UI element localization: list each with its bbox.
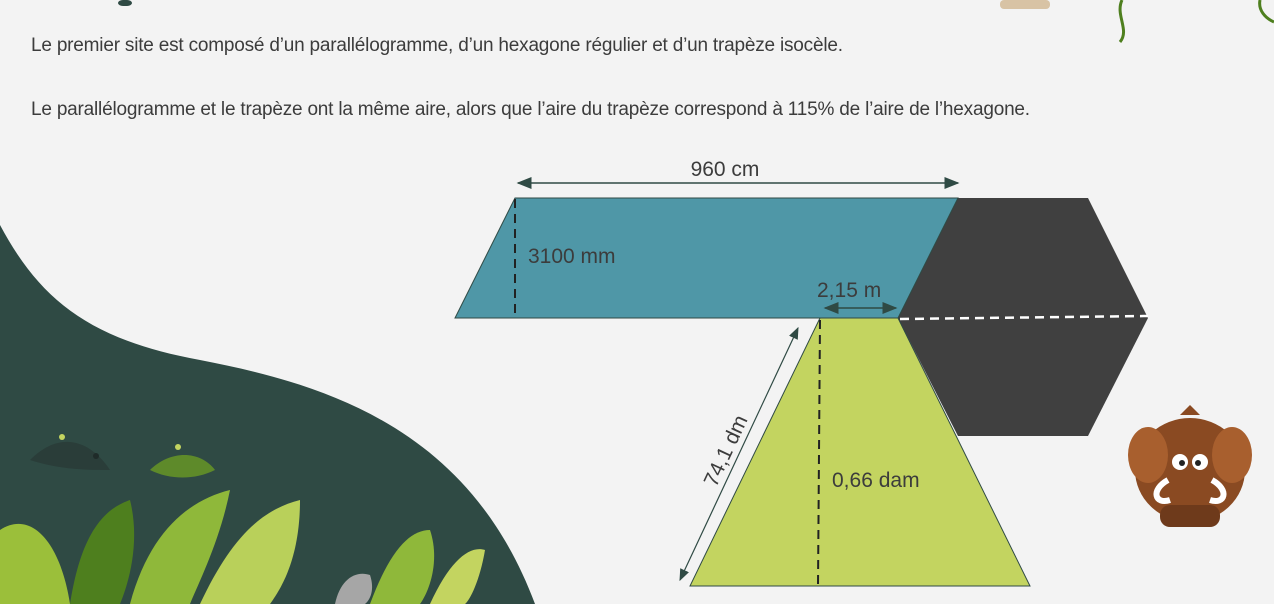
label-base: 960 cm xyxy=(691,158,760,181)
problem-statement-2: Le parallélogramme et le trapèze ont la … xyxy=(31,99,1030,120)
hanging-vine xyxy=(1258,0,1274,24)
monkey-feet xyxy=(1000,0,1050,9)
mammoth-mascot xyxy=(1128,405,1252,527)
problem-statement-1: Le premier site est composé d’un parallé… xyxy=(31,35,843,56)
hexagon-diagonal-dashed xyxy=(899,314,1149,321)
hanging-vine xyxy=(1118,0,1126,43)
label-trapezoid-height: 0,66 dam xyxy=(832,469,920,492)
label-parallelogram-height: 3100 mm xyxy=(528,245,616,268)
label-trapezoid-top-base: 2,15 m xyxy=(817,279,881,302)
jungle-background-blob xyxy=(0,225,535,604)
jungle-plants-illustration xyxy=(0,434,485,604)
side-arrow xyxy=(679,326,799,582)
top-decor xyxy=(118,0,132,6)
